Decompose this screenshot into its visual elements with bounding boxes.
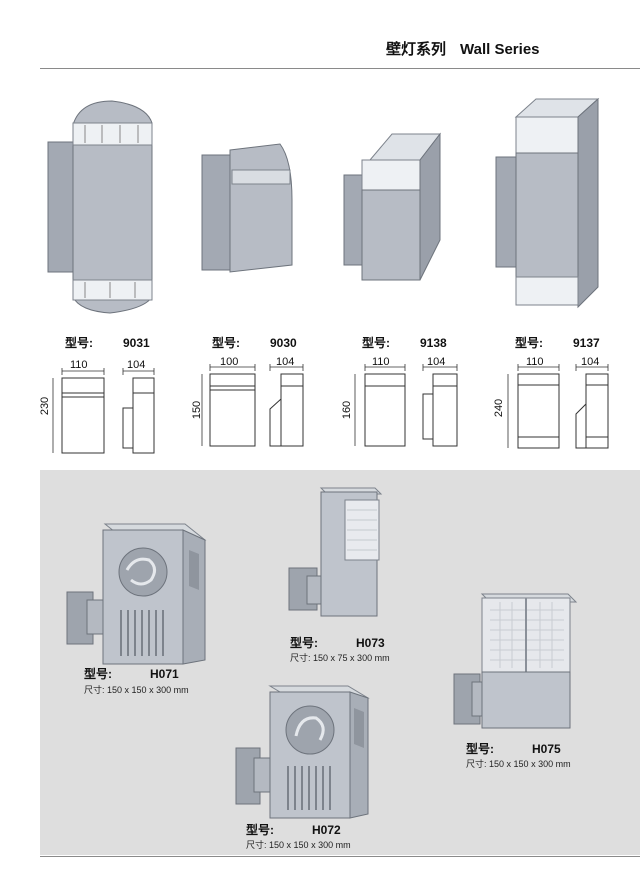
- size-label-H073: 尺寸: 150 x 75 x 300 mm: [290, 653, 390, 663]
- dim-width-9137: 110: [526, 356, 544, 368]
- dim-depth-9030: 104: [276, 356, 295, 368]
- product-photo-9138: [343, 132, 442, 281]
- dimension-drawing-9031: [52, 368, 155, 454]
- product-photo-9137: [495, 97, 600, 309]
- title-english: Wall Series: [460, 41, 540, 58]
- model-label-9030: 型号:9030: [212, 336, 297, 350]
- dimension-drawing-9137: [507, 364, 609, 449]
- product-photo-H071: [66, 523, 207, 665]
- dim-width-9030: 100: [220, 356, 239, 368]
- model-label-H073: 型号:H073: [290, 636, 385, 650]
- model-label-H071: 型号:H071: [84, 667, 179, 681]
- dimension-drawing-9030: [201, 364, 304, 447]
- page-title: 壁灯系列 Wall Series: [386, 38, 540, 59]
- dim-depth-9138: 104: [427, 356, 446, 368]
- product-photo-9031: [47, 100, 153, 314]
- size-label-H072: 尺寸: 150 x 150 x 300 mm: [246, 840, 351, 850]
- model-label-9138: 型号:9138: [362, 336, 447, 350]
- footer-divider: [40, 856, 640, 857]
- dim-width-9031: 110: [70, 359, 88, 371]
- model-label-H075: 型号:H075: [466, 742, 561, 756]
- dim-width-9138: 110: [372, 356, 390, 368]
- product-photo-H073: [288, 487, 383, 617]
- size-label-H071: 尺寸: 150 x 150 x 300 mm: [84, 685, 189, 695]
- product-photo-H075: [453, 593, 578, 729]
- dimension-drawing-9138: [354, 364, 458, 447]
- dim-depth-9031: 104: [127, 359, 146, 371]
- size-label-H075: 尺寸: 150 x 150 x 300 mm: [466, 759, 571, 769]
- product-photo-9030: [201, 143, 293, 273]
- header-divider: [40, 68, 640, 69]
- title-chinese: 壁灯系列: [386, 41, 447, 58]
- product-photo-H072: [235, 685, 370, 819]
- model-label-9137: 型号:9137: [515, 336, 600, 350]
- model-label-H072: 型号:H072: [246, 823, 341, 837]
- dim-depth-9137: 104: [581, 356, 600, 368]
- model-label-9031: 型号:9031: [65, 336, 150, 350]
